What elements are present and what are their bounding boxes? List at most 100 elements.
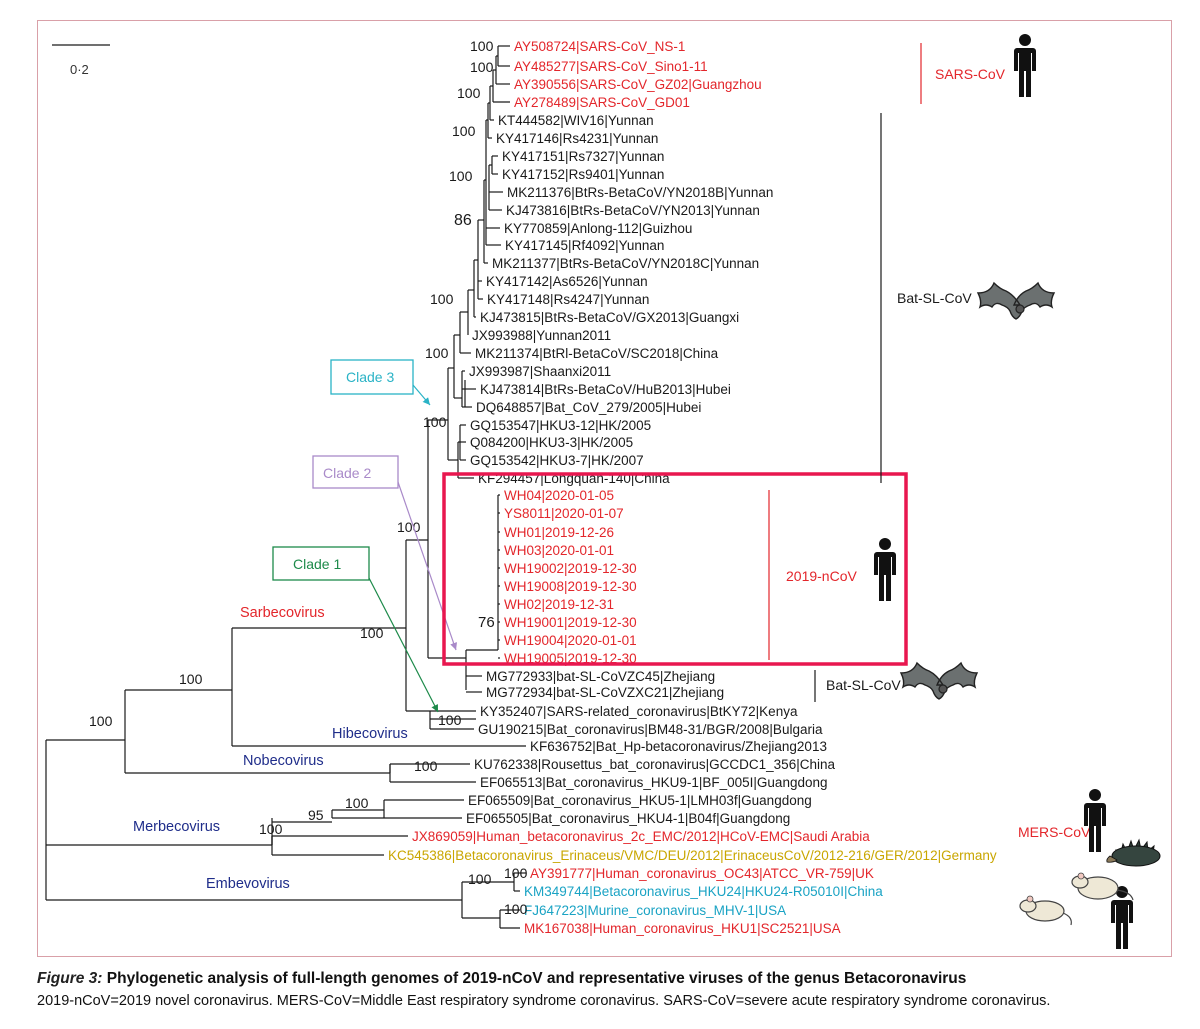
taxon-label: KT444582|WIV16|Yunnan bbox=[498, 113, 654, 128]
bootstrap-value: 100 bbox=[504, 865, 528, 881]
taxon-label: KY770859|Anlong-112|Guizhou bbox=[504, 221, 692, 236]
taxon-label: KY417148|Rs4247|Yunnan bbox=[487, 292, 649, 307]
phylogenetic-figure bbox=[37, 20, 1172, 957]
bootstrap-value: 100 bbox=[438, 712, 462, 728]
figure-caption: Figure 3: Phylogenetic analysis of full-… bbox=[37, 968, 1187, 1012]
taxon-label: JX869059|Human_betacoronavirus_2c_EMC/20… bbox=[412, 829, 870, 844]
bat-icon bbox=[977, 282, 1055, 320]
taxon-label: KC545386|Betacoronavirus_Erinaceus/VMC/D… bbox=[388, 848, 997, 863]
genus-label: Merbecovirus bbox=[133, 819, 220, 835]
human-icon bbox=[1084, 789, 1106, 852]
taxon-label: MK167038|Human_coronavirus_HKU1|SC2521|U… bbox=[524, 921, 841, 936]
taxon-labels: AY508724|SARS-CoV_NS-1AY485277|SARS-CoV_… bbox=[388, 39, 997, 936]
group-label: SARS-CoV bbox=[935, 66, 1006, 82]
bootstrap-value: 100 bbox=[345, 795, 369, 811]
bootstrap-value: 100 bbox=[89, 713, 113, 729]
taxon-label: KJ473814|BtRs-BetaCoV/HuB2013|Hubei bbox=[480, 382, 731, 397]
bootstrap-value: 100 bbox=[397, 519, 421, 535]
genus-label: Embevovirus bbox=[206, 876, 290, 892]
taxon-label: KU762338|Rousettus_bat_coronavirus|GCCDC… bbox=[474, 757, 835, 772]
bootstrap-values: 100 100 100 100 100 86 100 100 100 100 1… bbox=[89, 38, 528, 917]
bootstrap-value: 100 bbox=[423, 414, 447, 430]
group-labels: SARS-CoV Bat-SL-CoV 2019-nCoV Bat-SL-CoV… bbox=[786, 66, 1091, 840]
bootstrap-value: 100 bbox=[470, 38, 494, 54]
taxon-label: EF065509|Bat_coronavirus_HKU5-1|LMH03f|G… bbox=[468, 793, 812, 808]
taxon-label: KY417151|Rs7327|Yunnan bbox=[502, 149, 664, 164]
bootstrap-value: 100 bbox=[470, 59, 494, 75]
genus-labels: Sarbecovirus Hibecovirus Nobecovirus Mer… bbox=[133, 605, 408, 892]
taxon-label: KF636752|Bat_Hp-betacoronavirus/Zhejiang… bbox=[530, 739, 827, 754]
bootstrap-value: 100 bbox=[430, 291, 454, 307]
bootstrap-value: 100 bbox=[504, 901, 528, 917]
bootstrap-value: 100 bbox=[457, 85, 481, 101]
group-label: Bat-SL-CoV bbox=[897, 290, 972, 306]
taxon-label: WH03|2020-01-01 bbox=[504, 543, 614, 558]
taxon-label: MG772934|bat-SL-CoVZXC21|Zhejiang bbox=[486, 685, 724, 700]
taxon-label: DQ648857|Bat_CoV_279/2005|Hubei bbox=[476, 400, 701, 415]
taxon-label: AY485277|SARS-CoV_Sino1-11 bbox=[514, 59, 708, 74]
genus-label: Sarbecovirus bbox=[240, 605, 325, 621]
caption-title: Phylogenetic analysis of full-length gen… bbox=[106, 970, 967, 987]
taxon-label: AY508724|SARS-CoV_NS-1 bbox=[514, 39, 685, 54]
taxon-label: MK211376|BtRs-BetaCoV/YN2018B|Yunnan bbox=[507, 185, 773, 200]
bat-icon bbox=[900, 662, 978, 700]
taxon-label: GQ153547|HKU3-12|HK/2005 bbox=[470, 418, 651, 433]
bootstrap-value: 100 bbox=[449, 168, 473, 184]
taxon-label: Q084200|HKU3-3|HK/2005 bbox=[470, 435, 633, 450]
taxon-label: GQ153542|HKU3-7|HK/2007 bbox=[470, 453, 644, 468]
taxon-label: KY417145|Rf4092|Yunnan bbox=[505, 238, 664, 253]
hedgehog-icon bbox=[1106, 838, 1161, 867]
taxon-label: MK211374|BtRl-BetaCoV/SC2018|China bbox=[475, 346, 719, 361]
taxon-label: EF065505|Bat_coronavirus_HKU4-1|B04f|Gua… bbox=[466, 811, 790, 826]
taxon-label: WH19001|2019-12-30 bbox=[504, 615, 637, 630]
group-label: 2019-nCoV bbox=[786, 568, 857, 584]
bootstrap-value: 100 bbox=[360, 625, 384, 641]
group-label: MERS-CoV bbox=[1018, 824, 1091, 840]
phylogenetic-tree: AY508724|SARS-CoV_NS-1AY485277|SARS-CoV_… bbox=[45, 34, 1161, 949]
clade-label: Clade 3 bbox=[346, 369, 394, 385]
bootstrap-value: 95 bbox=[308, 807, 324, 823]
human-icon bbox=[1014, 34, 1036, 97]
taxon-label: KY417152|Rs9401|Yunnan bbox=[502, 167, 664, 182]
bootstrap-value: 76 bbox=[478, 614, 495, 631]
taxon-label: KY417142|As6526|Yunnan bbox=[486, 274, 648, 289]
taxon-label: WH04|2020-01-05 bbox=[504, 488, 614, 503]
taxon-label: KY352407|SARS-related_coronavirus|BtKY72… bbox=[480, 704, 798, 719]
mouse-icon bbox=[1019, 895, 1072, 926]
taxon-label: WH19002|2019-12-30 bbox=[504, 561, 637, 576]
taxon-label: AY390556|SARS-CoV_GZ02|Guangzhou bbox=[514, 77, 762, 92]
taxon-label: GU190215|Bat_coronavirus|BM48-31/BGR/200… bbox=[478, 722, 823, 737]
genus-label: Nobecovirus bbox=[243, 753, 324, 769]
taxon-label: KY417146|Rs4231|Yunnan bbox=[496, 131, 658, 146]
bootstrap-value: 100 bbox=[452, 123, 476, 139]
taxon-label: AY391777|Human_coronavirus_OC43|ATCC_VR-… bbox=[530, 866, 874, 881]
ncov-highlight-box bbox=[442, 472, 908, 666]
human-icon bbox=[874, 538, 896, 601]
taxon-label: WH19008|2019-12-30 bbox=[504, 579, 637, 594]
bootstrap-value: 100 bbox=[414, 758, 438, 774]
taxon-label: KJ473816|BtRs-BetaCoV/YN2013|Yunnan bbox=[506, 203, 760, 218]
taxon-label: AY278489|SARS-CoV_GD01 bbox=[514, 95, 690, 110]
clade-3-callout: Clade 3 bbox=[330, 359, 431, 406]
taxon-label: JX993988|Yunnan2011 bbox=[472, 328, 611, 343]
bootstrap-value: 100 bbox=[179, 671, 203, 687]
bootstrap-value: 100 bbox=[259, 821, 283, 837]
tree-branches bbox=[45, 45, 526, 929]
bootstrap-value: 100 bbox=[425, 345, 449, 361]
genus-label: Hibecovirus bbox=[332, 726, 408, 742]
bootstrap-value: 100 bbox=[468, 871, 492, 887]
taxon-label: FJ647223|Murine_coronavirus_MHV-1|USA bbox=[524, 903, 786, 918]
clade-label: Clade 1 bbox=[293, 556, 341, 572]
clade-label: Clade 2 bbox=[323, 465, 371, 481]
taxon-label: WH02|2019-12-31 bbox=[504, 597, 614, 612]
caption-note: 2019-nCoV=2019 novel coronavirus. MERS-C… bbox=[37, 993, 1051, 1009]
bootstrap-value: 86 bbox=[454, 212, 472, 229]
taxon-label: KJ473815|BtRs-BetaCoV/GX2013|Guangxi bbox=[480, 310, 739, 325]
clade-2-callout: Clade 2 bbox=[312, 455, 458, 651]
scale-label: 0·2 bbox=[70, 62, 89, 77]
group-label: Bat-SL-CoV bbox=[826, 677, 901, 693]
taxon-label: EF065513|Bat_coronavirus_HKU9-1|BF_005I|… bbox=[480, 775, 828, 790]
rat-icon bbox=[1071, 872, 1134, 901]
scale-bar: 0·2 bbox=[52, 44, 110, 77]
taxon-label: MK211377|BtRs-BetaCoV/YN2018C|Yunnan bbox=[492, 256, 759, 271]
